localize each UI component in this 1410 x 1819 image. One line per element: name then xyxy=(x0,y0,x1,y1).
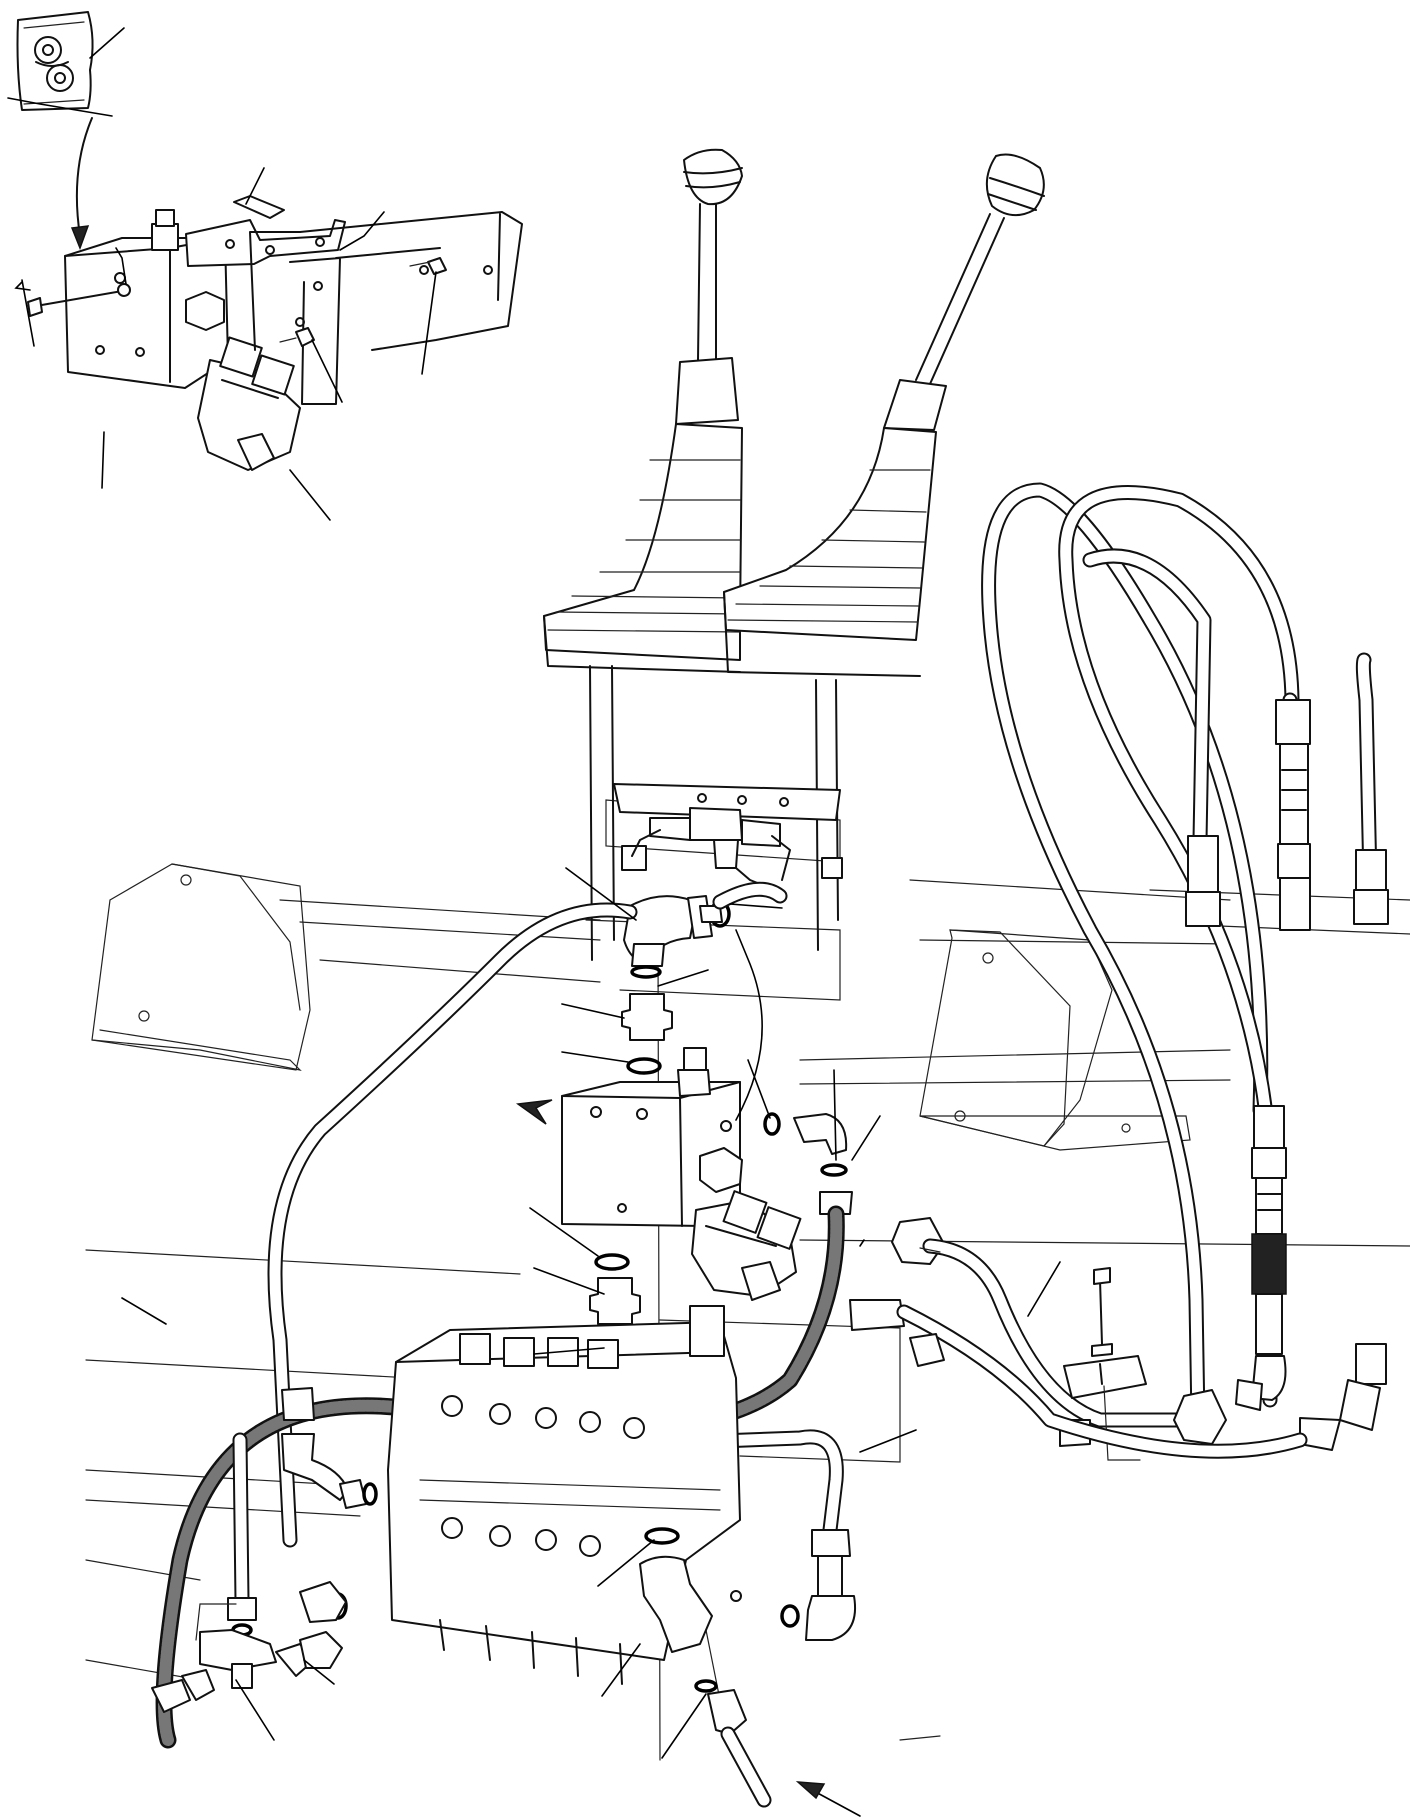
assembly-arrow-icon xyxy=(515,1099,553,1125)
leader-lines xyxy=(121,867,1061,1759)
pipe-clamp xyxy=(1063,1355,1147,1399)
pilot-fittings xyxy=(621,807,843,885)
upper-adapter xyxy=(621,993,673,1041)
inset-bracket xyxy=(185,219,346,267)
grease-symbol-icon xyxy=(16,11,94,111)
leader-line xyxy=(7,97,113,117)
joystick-left xyxy=(543,148,841,961)
flow-direction-arrow-icon xyxy=(811,1789,861,1817)
leader-line xyxy=(89,27,125,59)
inset-solenoid xyxy=(197,336,301,471)
right-pipe-clamp xyxy=(849,1217,1308,1461)
inlet-elbow xyxy=(639,1527,861,1817)
inset-long-bolt xyxy=(35,289,129,307)
right-hose-loop xyxy=(981,482,1389,1451)
joystick-right xyxy=(723,153,1045,677)
left-lower-fittings xyxy=(151,1387,378,1713)
assembly-arrow-icon xyxy=(75,117,93,237)
main-valve-block xyxy=(561,1047,743,1227)
main-solenoid xyxy=(691,1190,802,1301)
lower-adapter xyxy=(589,1277,641,1325)
inset-detail xyxy=(7,11,523,521)
